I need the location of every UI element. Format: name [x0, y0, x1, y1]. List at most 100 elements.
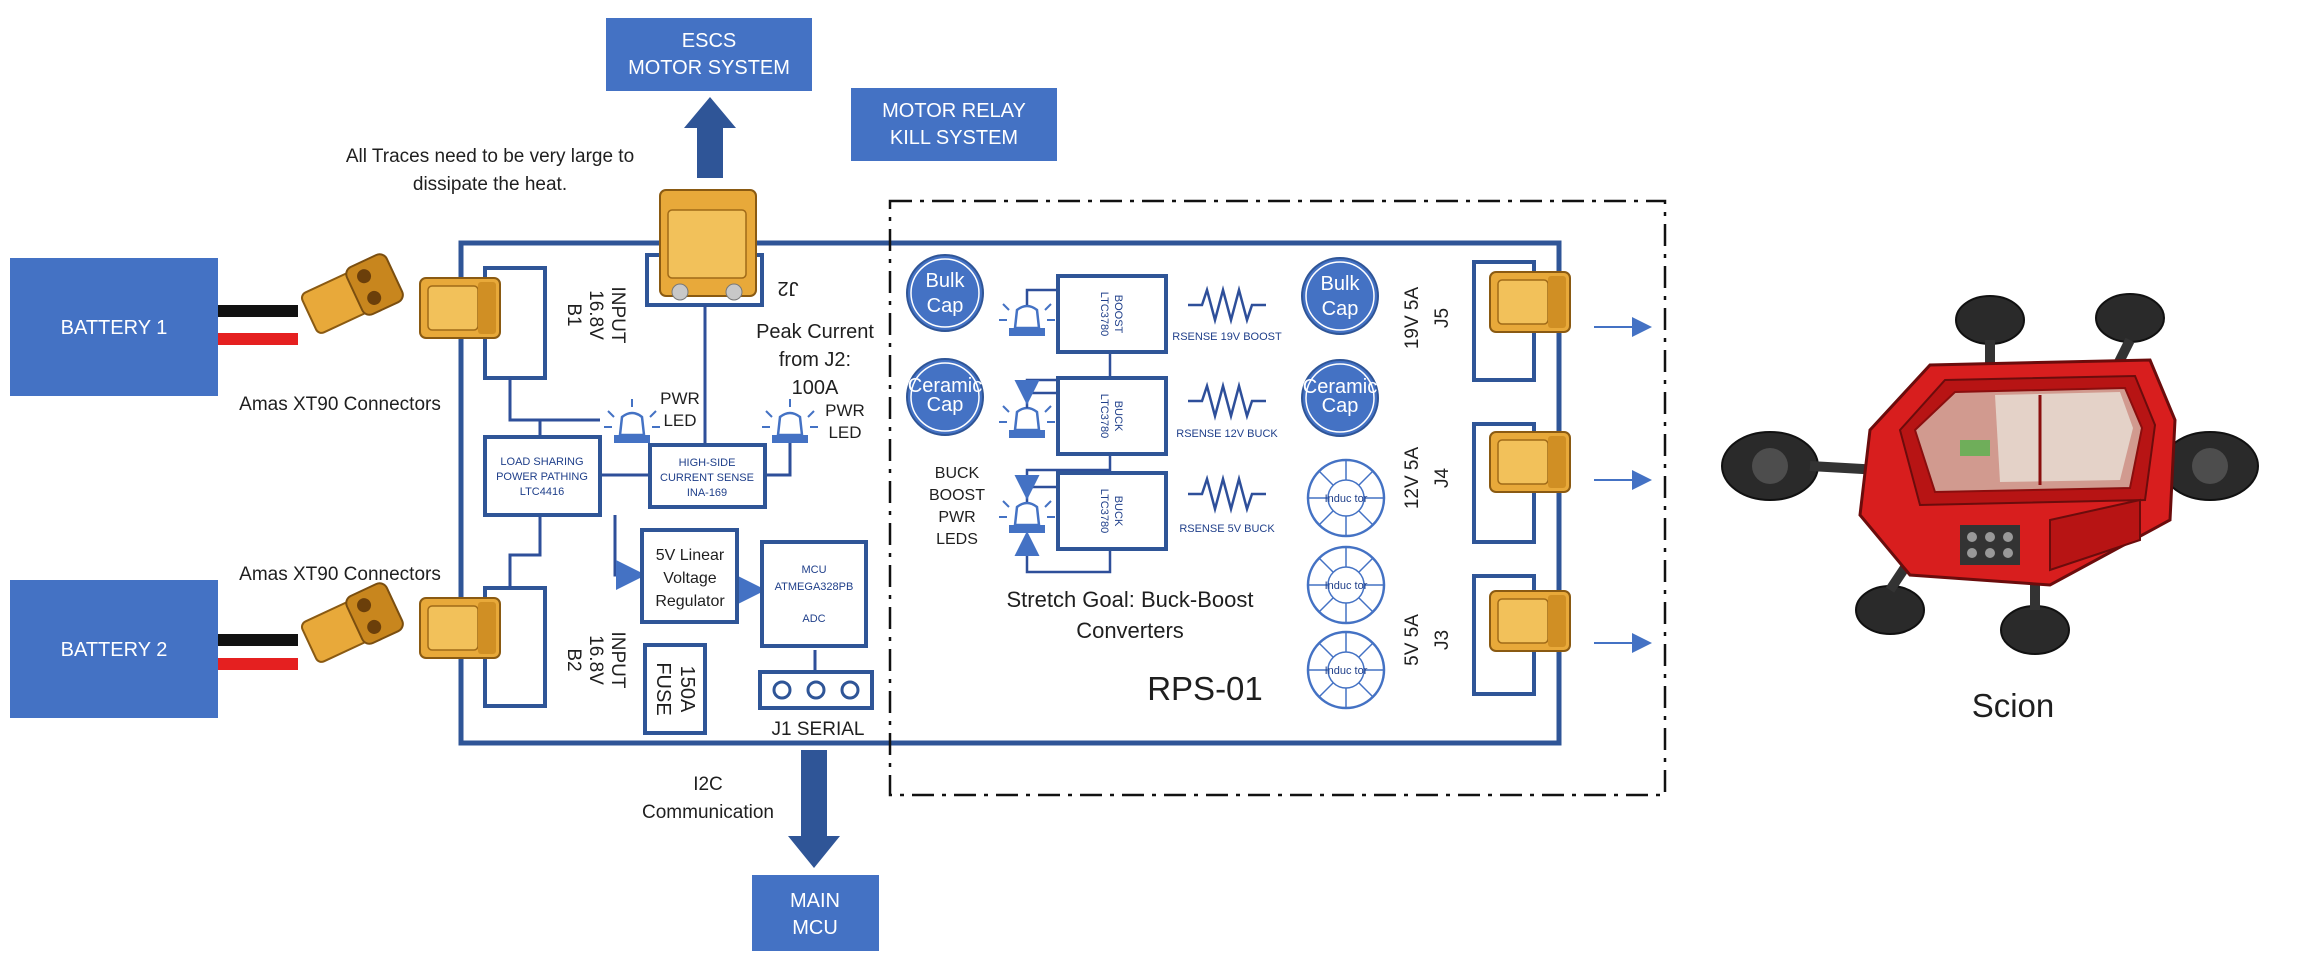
svg-text:POWER PATHING: POWER PATHING [496, 471, 588, 483]
svg-text:Converters: Converters [1076, 618, 1184, 643]
svg-text:5V Linear: 5V Linear [656, 547, 725, 564]
battery-2-xt90-plug [300, 582, 404, 663]
svg-text:Voltage: Voltage [663, 570, 716, 587]
svg-text:B1: B1 [563, 303, 584, 326]
load-sharing-block: LOAD SHARING POWER PATHING LTC4416 [483, 435, 602, 517]
inductor-2-icon: Induc tor [1306, 545, 1386, 625]
escs-motor-system-block: ESCS MOTOR SYSTEM [606, 18, 812, 91]
svg-text:J4: J4 [1432, 468, 1453, 489]
svg-text:BOOST: BOOST [929, 487, 985, 504]
motor-relay-line-1: MOTOR RELAY [882, 100, 1026, 122]
serial-label: J1 SERIAL [772, 719, 865, 740]
bulk-cap-2: Bulk Cap [1301, 257, 1379, 335]
svg-text:J3: J3 [1432, 630, 1453, 650]
pwr-led-1-icon [602, 397, 662, 445]
serial-header [758, 670, 874, 710]
mcu-block: MCU ATMEGA328PB ADC [760, 540, 868, 648]
svg-text:LTC3780: LTC3780 [1098, 292, 1110, 336]
svg-text:MCU: MCU [792, 917, 838, 939]
input-b1-label: INPUT 16.8V B1 [563, 287, 628, 344]
input-b2-connector [419, 586, 547, 708]
traces-note-line-2: dissipate the heat. [413, 174, 567, 195]
battery-1-xt90-plug [300, 253, 404, 334]
buck-5v-converter-block: BUCK LTC3780 [1056, 471, 1168, 551]
svg-text:LTC3780: LTC3780 [1098, 489, 1110, 533]
j2-label: J2 [777, 277, 798, 299]
stretch-goal-region [888, 199, 1667, 797]
svg-text:INPUT: INPUT [607, 632, 628, 689]
rsense-5v-label: RSENSE 5V BUCK [1179, 523, 1275, 535]
svg-text:BOOST: BOOST [1112, 295, 1124, 334]
motor-relay-kill-block: MOTOR RELAY KILL SYSTEM [851, 88, 1057, 161]
svg-text:Stretch Goal: Buck-Boost: Stretch Goal: Buck-Boost [1007, 587, 1254, 612]
buck-12v-converter-block: BUCK LTC3780 [1056, 376, 1168, 456]
svg-text:Peak Current: Peak Current [756, 321, 874, 343]
linear-regulator-block: 5V Linear Voltage Regulator [640, 528, 739, 624]
svg-text:Induc tor: Induc tor [1325, 493, 1368, 505]
input-b2-label: INPUT 16.8V B2 [563, 632, 628, 689]
xt90-note-2: Amas XT90 Connectors [239, 564, 441, 585]
escs-arrow [684, 97, 736, 178]
j4-label: 12V 5A J4 [1402, 447, 1453, 510]
battery-1-block: BATTERY 1 [10, 258, 218, 396]
j4-connector [1472, 422, 1652, 544]
svg-text:Cap: Cap [927, 394, 964, 416]
svg-text:from J2:: from J2: [779, 349, 851, 371]
rsense-12v-icon [1188, 381, 1266, 421]
svg-text:Bulk: Bulk [1321, 273, 1361, 295]
bulk-cap-1: Bulk Cap [906, 254, 984, 332]
svg-text:12V 5A: 12V 5A [1402, 447, 1423, 510]
j3-label: 5V 5A J3 [1402, 614, 1453, 666]
svg-text:Induc tor: Induc tor [1325, 580, 1368, 592]
j2-connector [645, 189, 764, 307]
svg-text:BUCK: BUCK [935, 465, 980, 482]
main-mcu-block: MAIN MCU [752, 875, 879, 951]
i2c-arrow [788, 750, 840, 868]
board-name: RPS-01 [1147, 670, 1263, 707]
rsense-12v-label: RSENSE 12V BUCK [1176, 428, 1278, 440]
current-sense-block: HIGH-SIDE CURRENT SENSE INA-169 [648, 443, 767, 509]
svg-text:ATMEGA328PB: ATMEGA328PB [775, 581, 854, 593]
pcb-outline [458, 240, 1562, 746]
pwr-led-2-icon [760, 397, 820, 445]
escs-line-2: MOTOR SYSTEM [628, 57, 790, 79]
boost-converter-block: BOOST LTC3780 [1056, 274, 1168, 354]
svg-text:PWR: PWR [825, 401, 865, 420]
svg-text:CURRENT SENSE: CURRENT SENSE [660, 472, 754, 484]
svg-text:ADC: ADC [802, 613, 825, 625]
ceramic-cap-2: Ceramic Cap [1301, 359, 1379, 437]
svg-text:16.8V: 16.8V [585, 635, 606, 685]
svg-text:LEDS: LEDS [936, 531, 978, 548]
xt90-note-1: Amas XT90 Connectors [239, 394, 441, 415]
j3-connector [1472, 574, 1652, 696]
svg-text:Cap: Cap [927, 295, 964, 317]
svg-text:MCU: MCU [801, 564, 826, 576]
buck-boost-leds-label: BUCK BOOST PWR LEDS [929, 465, 985, 548]
traces-note: All Traces need to be very large to diss… [346, 146, 634, 195]
j5-connector [1472, 260, 1652, 382]
svg-text:LTC4416: LTC4416 [520, 486, 564, 498]
svg-text:Regulator: Regulator [655, 593, 725, 610]
svg-text:HIGH-SIDE: HIGH-SIDE [679, 457, 736, 469]
svg-text:J5: J5 [1432, 308, 1453, 328]
battery-1-wires [218, 305, 298, 345]
svg-text:LTC3780: LTC3780 [1098, 394, 1110, 438]
rsense-5v-icon [1188, 474, 1266, 514]
scion-robot-image [1721, 293, 2259, 655]
svg-text:INPUT: INPUT [607, 287, 628, 344]
battery-2-wires [218, 634, 298, 670]
svg-text:PWR: PWR [660, 389, 700, 408]
svg-text:Cap: Cap [1322, 395, 1359, 417]
svg-text:Bulk: Bulk [926, 270, 966, 292]
svg-text:BUCK: BUCK [1112, 401, 1124, 432]
j5-label: 19V 5A J5 [1402, 287, 1453, 350]
svg-text:I2C: I2C [693, 774, 723, 795]
ceramic-cap-1: Ceramic Cap [906, 358, 984, 436]
peak-current-note: Peak Current from J2: 100A [756, 321, 874, 399]
fuse-block: 150A FUSE [643, 643, 707, 735]
motor-relay-line-2: KILL SYSTEM [890, 127, 1018, 149]
svg-text:PWR: PWR [938, 509, 975, 526]
svg-text:19V 5A: 19V 5A [1402, 287, 1423, 350]
svg-text:16.8V: 16.8V [585, 290, 606, 340]
